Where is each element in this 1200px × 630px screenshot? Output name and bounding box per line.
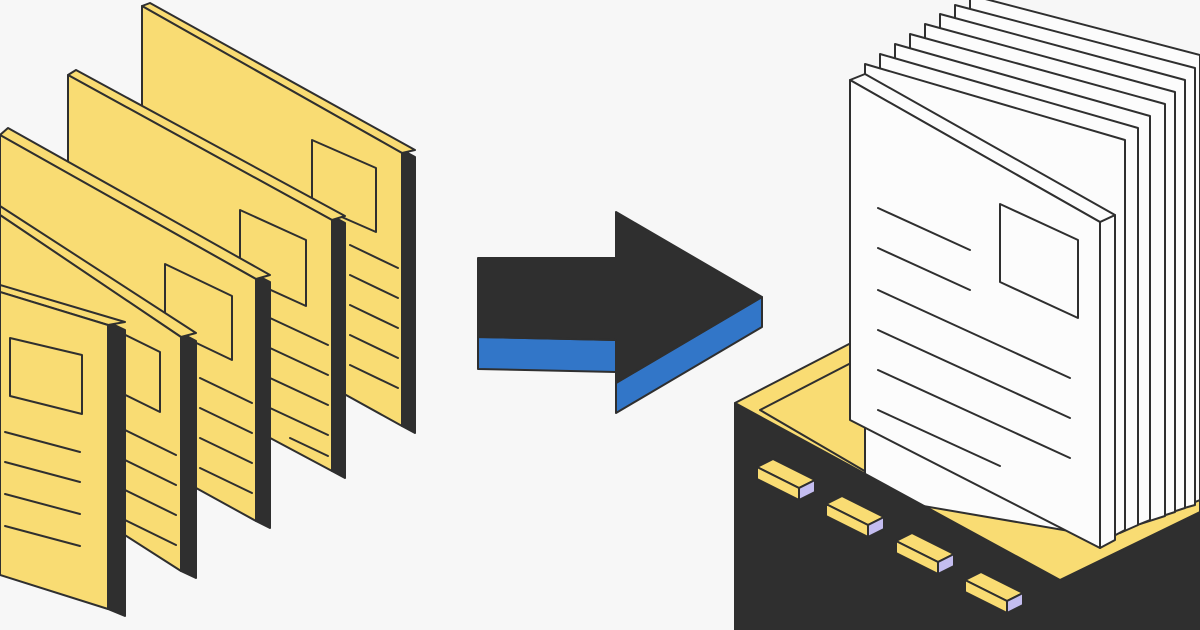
- document-thickness: [401, 149, 416, 434]
- document-image-box: [239, 209, 307, 307]
- document-image-box: [311, 139, 377, 233]
- arrow-right-icon: [477, 211, 763, 414]
- tray-slot-2: [825, 495, 885, 538]
- document-text-line: [269, 317, 329, 346]
- sheet-front-face: [849, 79, 1101, 549]
- document-thickness: [255, 274, 271, 529]
- slot-side: [937, 553, 955, 575]
- document-image-box: [164, 263, 233, 361]
- arrow-shaft-side: [477, 336, 617, 373]
- document-text-line: [124, 429, 177, 456]
- document-text-line: [349, 304, 399, 329]
- document-text-line: [4, 461, 81, 483]
- white-sheet-front: [849, 73, 1116, 549]
- slot-side: [798, 479, 816, 501]
- sheet-front-edge: [1099, 214, 1116, 549]
- document-text-line: [269, 347, 329, 376]
- tray-slot-1: [756, 458, 816, 501]
- sheet-text-line: [877, 247, 971, 291]
- arrow-top-face: [477, 211, 763, 384]
- document-text-line: [124, 459, 177, 486]
- document-image-box: [9, 337, 83, 415]
- yellow-document-stack: [0, 2, 416, 617]
- document-text-line: [269, 407, 329, 436]
- document-thickness: [107, 321, 126, 617]
- sheet-image-box: [999, 203, 1079, 319]
- document-text-line: [349, 274, 399, 299]
- document-text-line: [4, 431, 81, 453]
- document-thickness: [331, 215, 346, 479]
- tray-side-panel: [1059, 511, 1200, 630]
- document-text-line: [124, 489, 177, 516]
- sheet-text-line: [877, 207, 971, 251]
- document-text-line: [199, 437, 253, 464]
- document-text-line: [124, 519, 177, 546]
- sheet-text-line: [877, 329, 1071, 419]
- yellow-document-5: [0, 284, 126, 617]
- document-text-line: [269, 377, 329, 406]
- document-tray-body: [734, 402, 1200, 630]
- slot-side: [867, 516, 885, 538]
- tray-slot-4: [964, 571, 1024, 614]
- document-text-line: [4, 525, 81, 547]
- white-sheet-stack: [849, 0, 1200, 549]
- sheet-text-line: [877, 289, 1071, 379]
- sheet-text-lines: [877, 207, 1071, 467]
- slot-side: [1006, 592, 1024, 614]
- document-text-line: [289, 437, 329, 457]
- sheet-text-line: [877, 369, 1071, 459]
- document-text-line: [199, 377, 253, 404]
- document-text-line: [349, 244, 399, 269]
- document-text-line: [349, 334, 399, 359]
- document-text-line: [4, 493, 81, 515]
- tray-slot-3: [895, 532, 955, 575]
- document-text-line: [199, 467, 253, 494]
- sheet-text-line: [877, 409, 1001, 467]
- document-text-line: [349, 364, 399, 389]
- document-text-line: [199, 407, 253, 434]
- document-thickness: [180, 332, 197, 579]
